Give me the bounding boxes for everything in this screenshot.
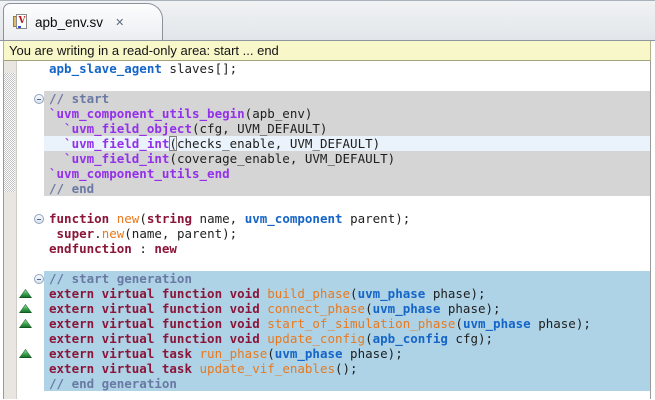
code-line-text[interactable] xyxy=(44,256,650,271)
code-line[interactable]: `uvm_field_object(cfg, UVM_DEFAULT) xyxy=(17,121,650,136)
gutter xyxy=(17,196,44,211)
code-line[interactable]: // start xyxy=(17,91,650,106)
gutter xyxy=(17,166,44,181)
tab-close-icon[interactable]: ✕ xyxy=(115,16,125,29)
readonly-warning-text: You are writing in a read-only area: sta… xyxy=(9,43,279,58)
code-line-text[interactable] xyxy=(44,196,650,211)
code-line[interactable]: endfunction : new xyxy=(17,241,650,256)
gutter xyxy=(17,301,44,316)
code-line[interactable]: // end generation xyxy=(17,376,650,391)
code-line-text[interactable]: `uvm_field_object(cfg, UVM_DEFAULT) xyxy=(44,121,650,136)
gutter xyxy=(17,256,44,271)
fold-collapse-icon[interactable] xyxy=(33,273,44,284)
code-line[interactable]: extern virtual function void start_of_si… xyxy=(17,316,650,331)
code-line-text[interactable]: endfunction : new xyxy=(49,241,177,256)
code-line[interactable] xyxy=(17,196,650,211)
code-line[interactable]: extern virtual function void connect_pha… xyxy=(17,301,650,316)
code-line-text[interactable]: super.new(name, parent); xyxy=(56,226,238,241)
code-line-text[interactable]: `uvm_component_utils_end xyxy=(44,166,650,181)
gutter xyxy=(17,181,44,196)
code-line-text[interactable]: // end xyxy=(44,181,650,196)
override-marker-icon[interactable] xyxy=(19,349,32,358)
code-line-text[interactable]: `uvm_field_int(coverage_enable, UVM_DEFA… xyxy=(44,151,650,166)
code-line[interactable]: apb_slave_agent slaves[]; xyxy=(17,61,650,76)
gutter xyxy=(17,121,44,136)
code-line-text[interactable]: // end generation xyxy=(44,376,650,391)
gutter xyxy=(17,136,44,151)
code-line-text[interactable]: extern virtual task run_phase(uvm_phase … xyxy=(44,346,650,361)
gutter xyxy=(17,211,44,226)
gutter xyxy=(17,376,44,391)
code-line-text[interactable]: // start generation xyxy=(44,271,650,286)
code-line[interactable]: extern virtual task run_phase(uvm_phase … xyxy=(17,346,650,361)
fold-collapse-icon[interactable] xyxy=(33,93,44,104)
code-line[interactable]: `uvm_component_utils_begin(apb_env) xyxy=(17,106,650,121)
code-line-text[interactable]: extern virtual function void update_conf… xyxy=(44,331,650,346)
gutter xyxy=(17,361,44,376)
code-line[interactable]: // end xyxy=(17,181,650,196)
code-line-text[interactable]: function new(string name, uvm_component … xyxy=(49,211,411,226)
code-line-text[interactable]: apb_slave_agent slaves[]; xyxy=(49,61,238,76)
gutter xyxy=(17,331,44,346)
left-scrollbar-thumb[interactable] xyxy=(4,73,15,192)
code-line[interactable] xyxy=(17,256,650,271)
gutter xyxy=(17,346,44,361)
tab-bar: V apb_env.sv ✕ xyxy=(0,0,655,41)
tab-title: apb_env.sv xyxy=(35,14,104,30)
gutter xyxy=(17,76,44,91)
override-marker-icon[interactable] xyxy=(19,319,32,328)
tab-apb-env-sv[interactable]: V apb_env.sv ✕ xyxy=(3,3,163,40)
left-scrollbar[interactable] xyxy=(4,61,17,399)
code-line[interactable]: // start generation xyxy=(17,271,650,286)
code-line-text[interactable] xyxy=(44,76,650,91)
gutter xyxy=(17,151,44,166)
gutter xyxy=(17,61,44,76)
code-line[interactable]: function new(string name, uvm_component … xyxy=(17,211,650,226)
gutter xyxy=(17,241,44,256)
gutter xyxy=(17,316,44,331)
code-line-text[interactable]: `uvm_field_int(checks_enable, UVM_DEFAUL… xyxy=(44,136,650,151)
code-lines: apb_slave_agent slaves[];// start`uvm_co… xyxy=(17,61,650,399)
gutter xyxy=(17,286,44,301)
override-marker-icon[interactable] xyxy=(19,304,32,313)
code-line[interactable]: `uvm_component_utils_end xyxy=(17,166,650,181)
code-line-text[interactable]: extern virtual function void build_phase… xyxy=(44,286,650,301)
code-line-text[interactable]: extern virtual function void connect_pha… xyxy=(44,301,650,316)
code-editor: apb_slave_agent slaves[];// start`uvm_co… xyxy=(3,61,651,399)
code-line[interactable]: extern virtual function void build_phase… xyxy=(17,286,650,301)
override-marker-icon[interactable] xyxy=(19,289,32,298)
code-line-text[interactable]: `uvm_component_utils_begin(apb_env) xyxy=(44,106,650,121)
fold-collapse-icon[interactable] xyxy=(33,213,44,224)
code-line[interactable]: extern virtual function void update_conf… xyxy=(17,331,650,346)
code-line-text[interactable]: // start xyxy=(44,91,650,106)
readonly-warning-banner: You are writing in a read-only area: sta… xyxy=(3,41,651,61)
code-line[interactable]: `uvm_field_int(coverage_enable, UVM_DEFA… xyxy=(17,151,650,166)
code-line-text[interactable]: extern virtual function void start_of_si… xyxy=(44,316,650,331)
gutter xyxy=(17,106,44,121)
code-line[interactable]: `uvm_field_int(checks_enable, UVM_DEFAUL… xyxy=(17,136,650,151)
code-line[interactable] xyxy=(17,76,650,91)
systemverilog-file-icon: V xyxy=(13,14,28,30)
code-line-text[interactable]: extern virtual task update_vif_enables()… xyxy=(44,361,650,376)
gutter xyxy=(17,271,44,286)
gutter xyxy=(17,91,44,106)
code-line[interactable]: super.new(name, parent); xyxy=(17,226,650,241)
code-line[interactable]: extern virtual task update_vif_enables()… xyxy=(17,361,650,376)
gutter xyxy=(17,226,44,241)
